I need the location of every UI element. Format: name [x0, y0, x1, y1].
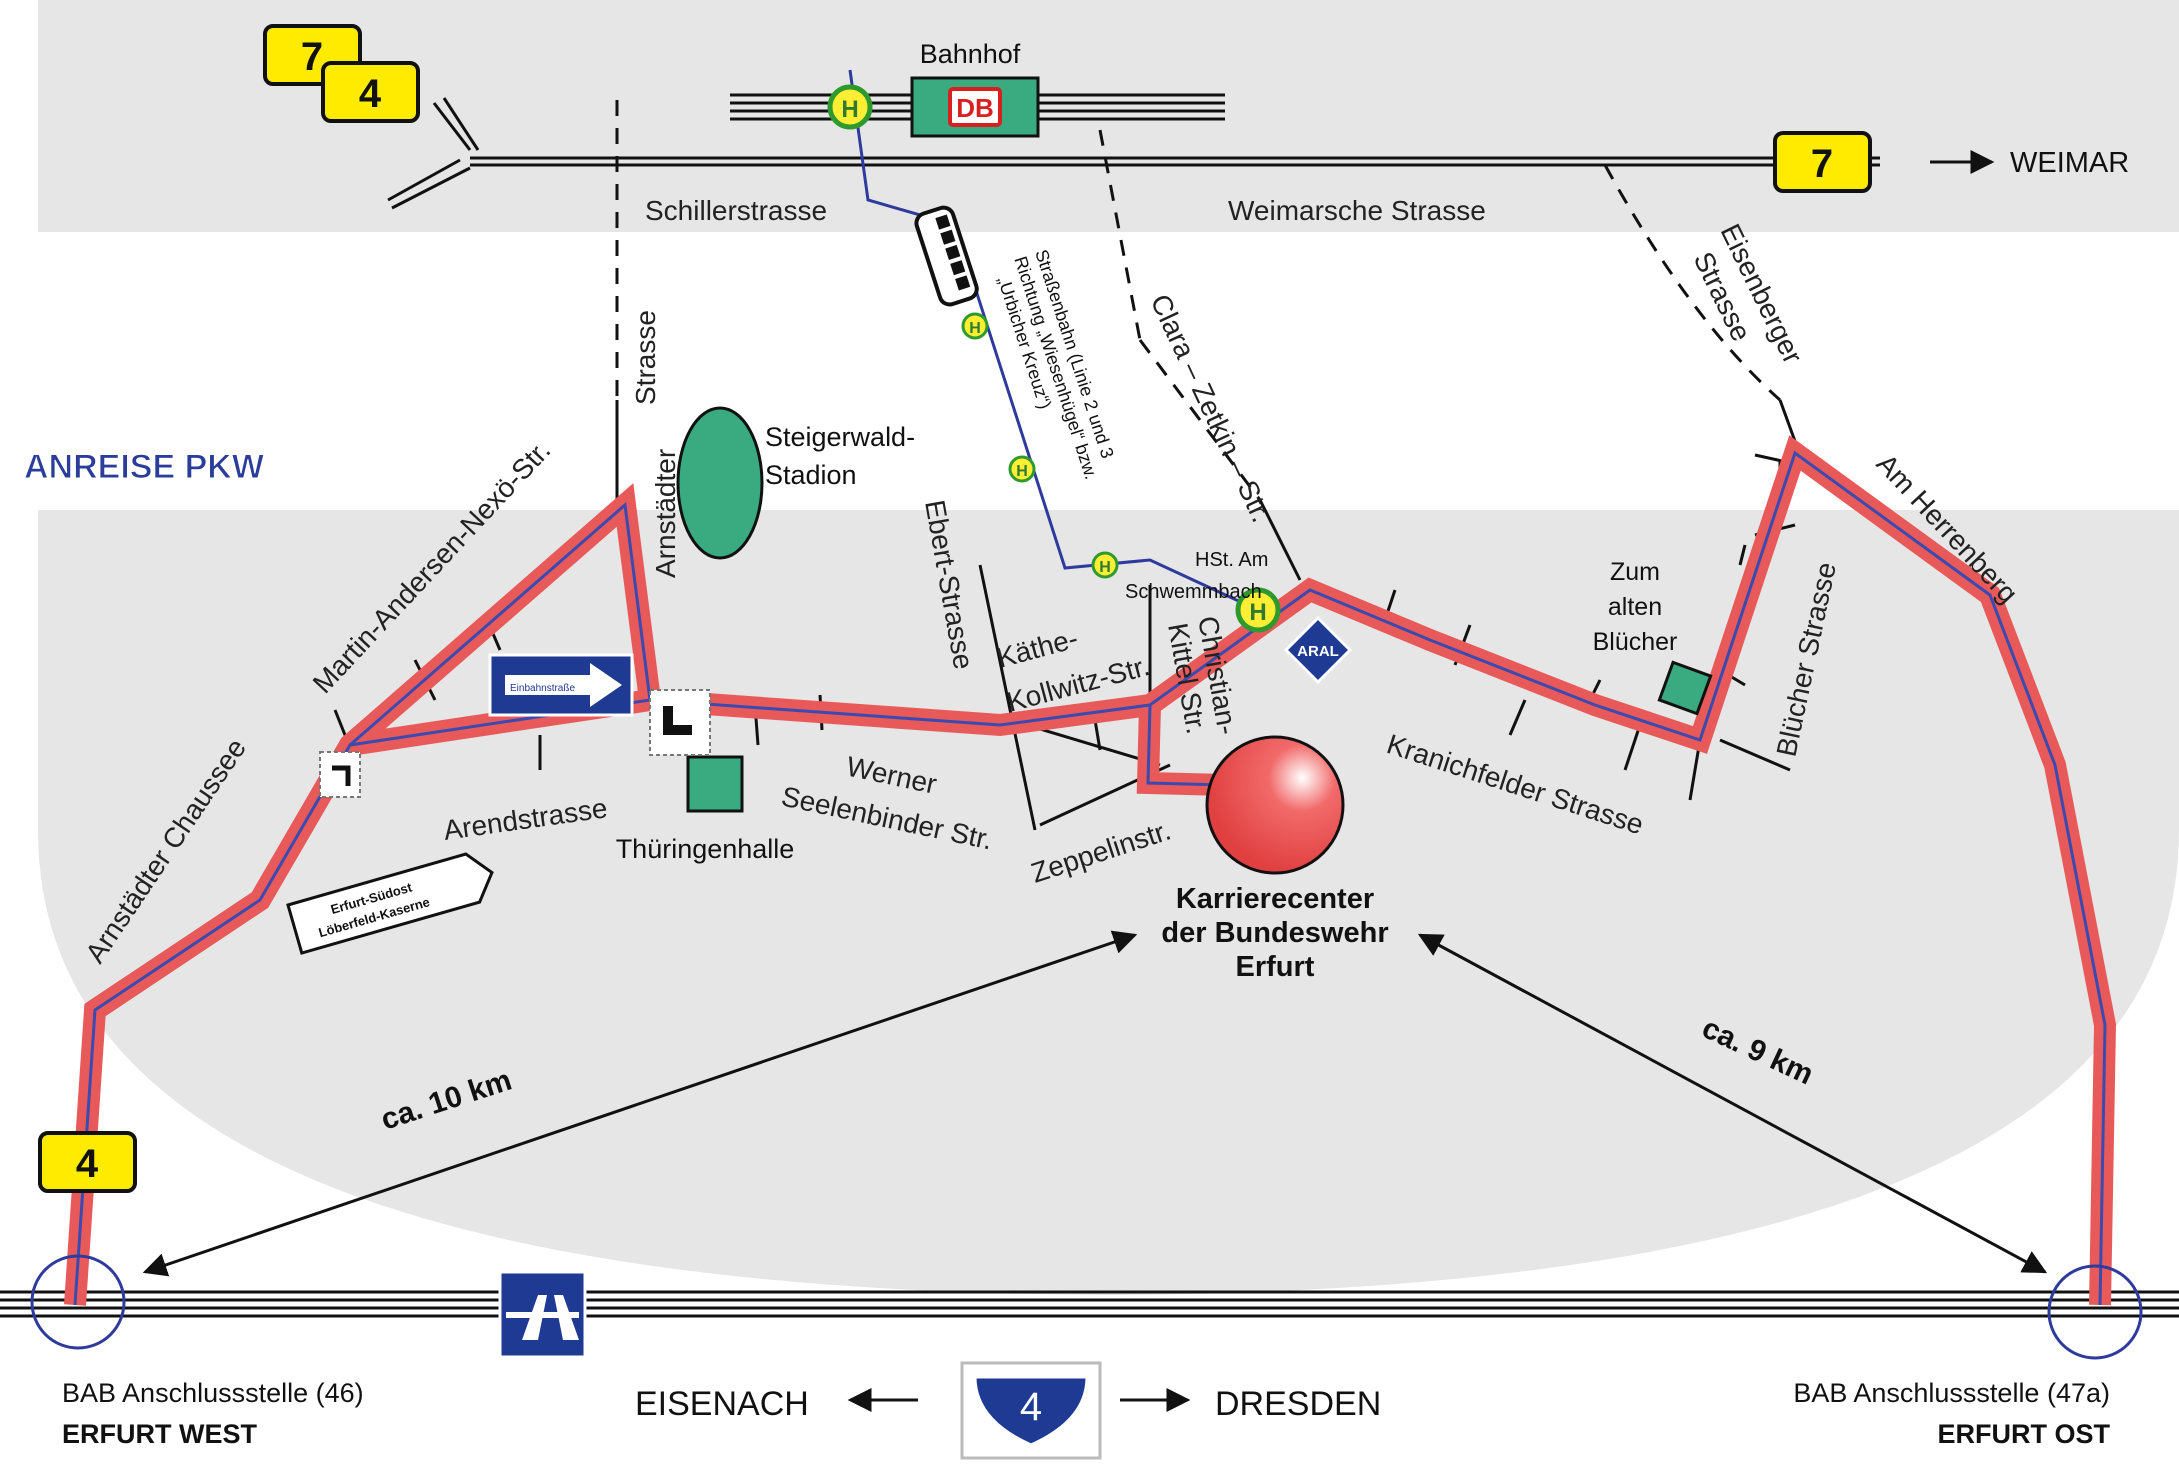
- hst-schwemmbach-label: HSt. Am Schwemmbach: [1125, 549, 1268, 603]
- label-eisenach: EISENACH: [635, 1385, 809, 1423]
- sign-a4: 4: [960, 1361, 1102, 1460]
- svg-text:4: 4: [359, 72, 382, 116]
- turn-sign-icon: [649, 689, 711, 756]
- tram-icon: [914, 205, 979, 307]
- road-b7-top: [387, 97, 1880, 210]
- svg-text:7: 7: [301, 35, 323, 79]
- svg-text:Zum: Zum: [1610, 558, 1660, 586]
- sign-b4-west: 4: [38, 1131, 137, 1193]
- sign-b4-top: 4: [321, 61, 420, 123]
- svg-text:7: 7: [1811, 142, 1833, 186]
- svg-text:Stadion: Stadion: [765, 460, 857, 490]
- street-weimarsche: Weimarsche Strasse: [1228, 195, 1486, 226]
- exit-east-line2: ERFURT OST: [1938, 1419, 2111, 1449]
- tram-stop-schwemmbach: H: [1235, 587, 1281, 633]
- thueringenhalle: Thüringenhalle: [616, 755, 795, 864]
- svg-text:Erfurt: Erfurt: [1236, 951, 1315, 983]
- oneway-sign: Einbahnstraße: [488, 653, 634, 717]
- tram-stop-1: H: [961, 312, 989, 340]
- svg-text:ARAL: ARAL: [1297, 643, 1339, 660]
- aral-icon: ARAL: [1283, 615, 1353, 685]
- svg-text:Schwemmbach: Schwemmbach: [1125, 581, 1262, 603]
- svg-text:Blücher: Blücher: [1593, 628, 1678, 656]
- street-arnstaedter-strasse-1: Arnstädter: [650, 449, 681, 578]
- label-dresden: DRESDEN: [1215, 1385, 1381, 1423]
- svg-text:HSt. Am: HSt. Am: [1195, 549, 1268, 571]
- tram-stop-2: H: [1008, 455, 1036, 483]
- db-logo: DB: [956, 93, 994, 123]
- svg-text:Thüringenhalle: Thüringenhalle: [616, 834, 795, 864]
- destination-karrierecenter: Karrierecenter der Bundeswehr Erfurt: [1161, 735, 1389, 983]
- svg-text:H: H: [1099, 559, 1111, 576]
- svg-text:Einbahnstraße: Einbahnstraße: [510, 683, 575, 694]
- zum-alten-bluecher: Zum alten Blücher: [1593, 558, 1713, 716]
- bahnhof-station: Bahnhof DB: [910, 39, 1040, 138]
- svg-text:Karrierecenter: Karrierecenter: [1176, 883, 1374, 915]
- street-arnstaedter-strasse-2: Strasse: [630, 310, 661, 405]
- label-weimar: WEIMAR: [2010, 147, 2129, 179]
- svg-text:Bahnhof: Bahnhof: [920, 39, 1021, 69]
- svg-text:H: H: [1016, 463, 1028, 480]
- exit-circles: [30, 1254, 2143, 1360]
- turn-sign-small-icon: [319, 751, 361, 798]
- exit-west-line2: ERFURT WEST: [62, 1419, 257, 1449]
- svg-text:4: 4: [76, 1142, 99, 1186]
- autobahn-icon: [498, 1270, 587, 1359]
- exit-west-line1: BAB Anschlussstelle (46): [62, 1378, 364, 1408]
- svg-text:Steigerwald-: Steigerwald-: [765, 422, 915, 452]
- street-schillerstrasse: Schillerstrasse: [645, 195, 827, 226]
- autobahn-a4: [0, 1290, 2179, 1318]
- svg-text:alten: alten: [1608, 593, 1662, 621]
- dashed-roads: [615, 100, 1781, 501]
- svg-text:4: 4: [1020, 1385, 1042, 1429]
- background-zone: [38, 0, 2179, 1295]
- svg-text:H: H: [969, 320, 981, 337]
- tram-stop-bahnhof: H: [827, 84, 873, 130]
- tram-line: [848, 69, 1259, 612]
- svg-text:H: H: [841, 96, 858, 123]
- sign-b7-weimar: 7: [1773, 131, 1872, 193]
- exit-east-line1: BAB Anschlussstelle (47a): [1793, 1378, 2110, 1408]
- tram-stops: H H H H H: [827, 84, 1281, 633]
- svg-text:H: H: [1249, 599, 1266, 626]
- steigerwald-stadion: Steigerwald- Stadion: [676, 406, 915, 560]
- distance-arrows: [142, 930, 2048, 1277]
- tram-stop-3: H: [1091, 551, 1119, 579]
- svg-text:der Bundeswehr: der Bundeswehr: [1161, 917, 1388, 949]
- map-title: ANREISE PKW: [24, 448, 265, 486]
